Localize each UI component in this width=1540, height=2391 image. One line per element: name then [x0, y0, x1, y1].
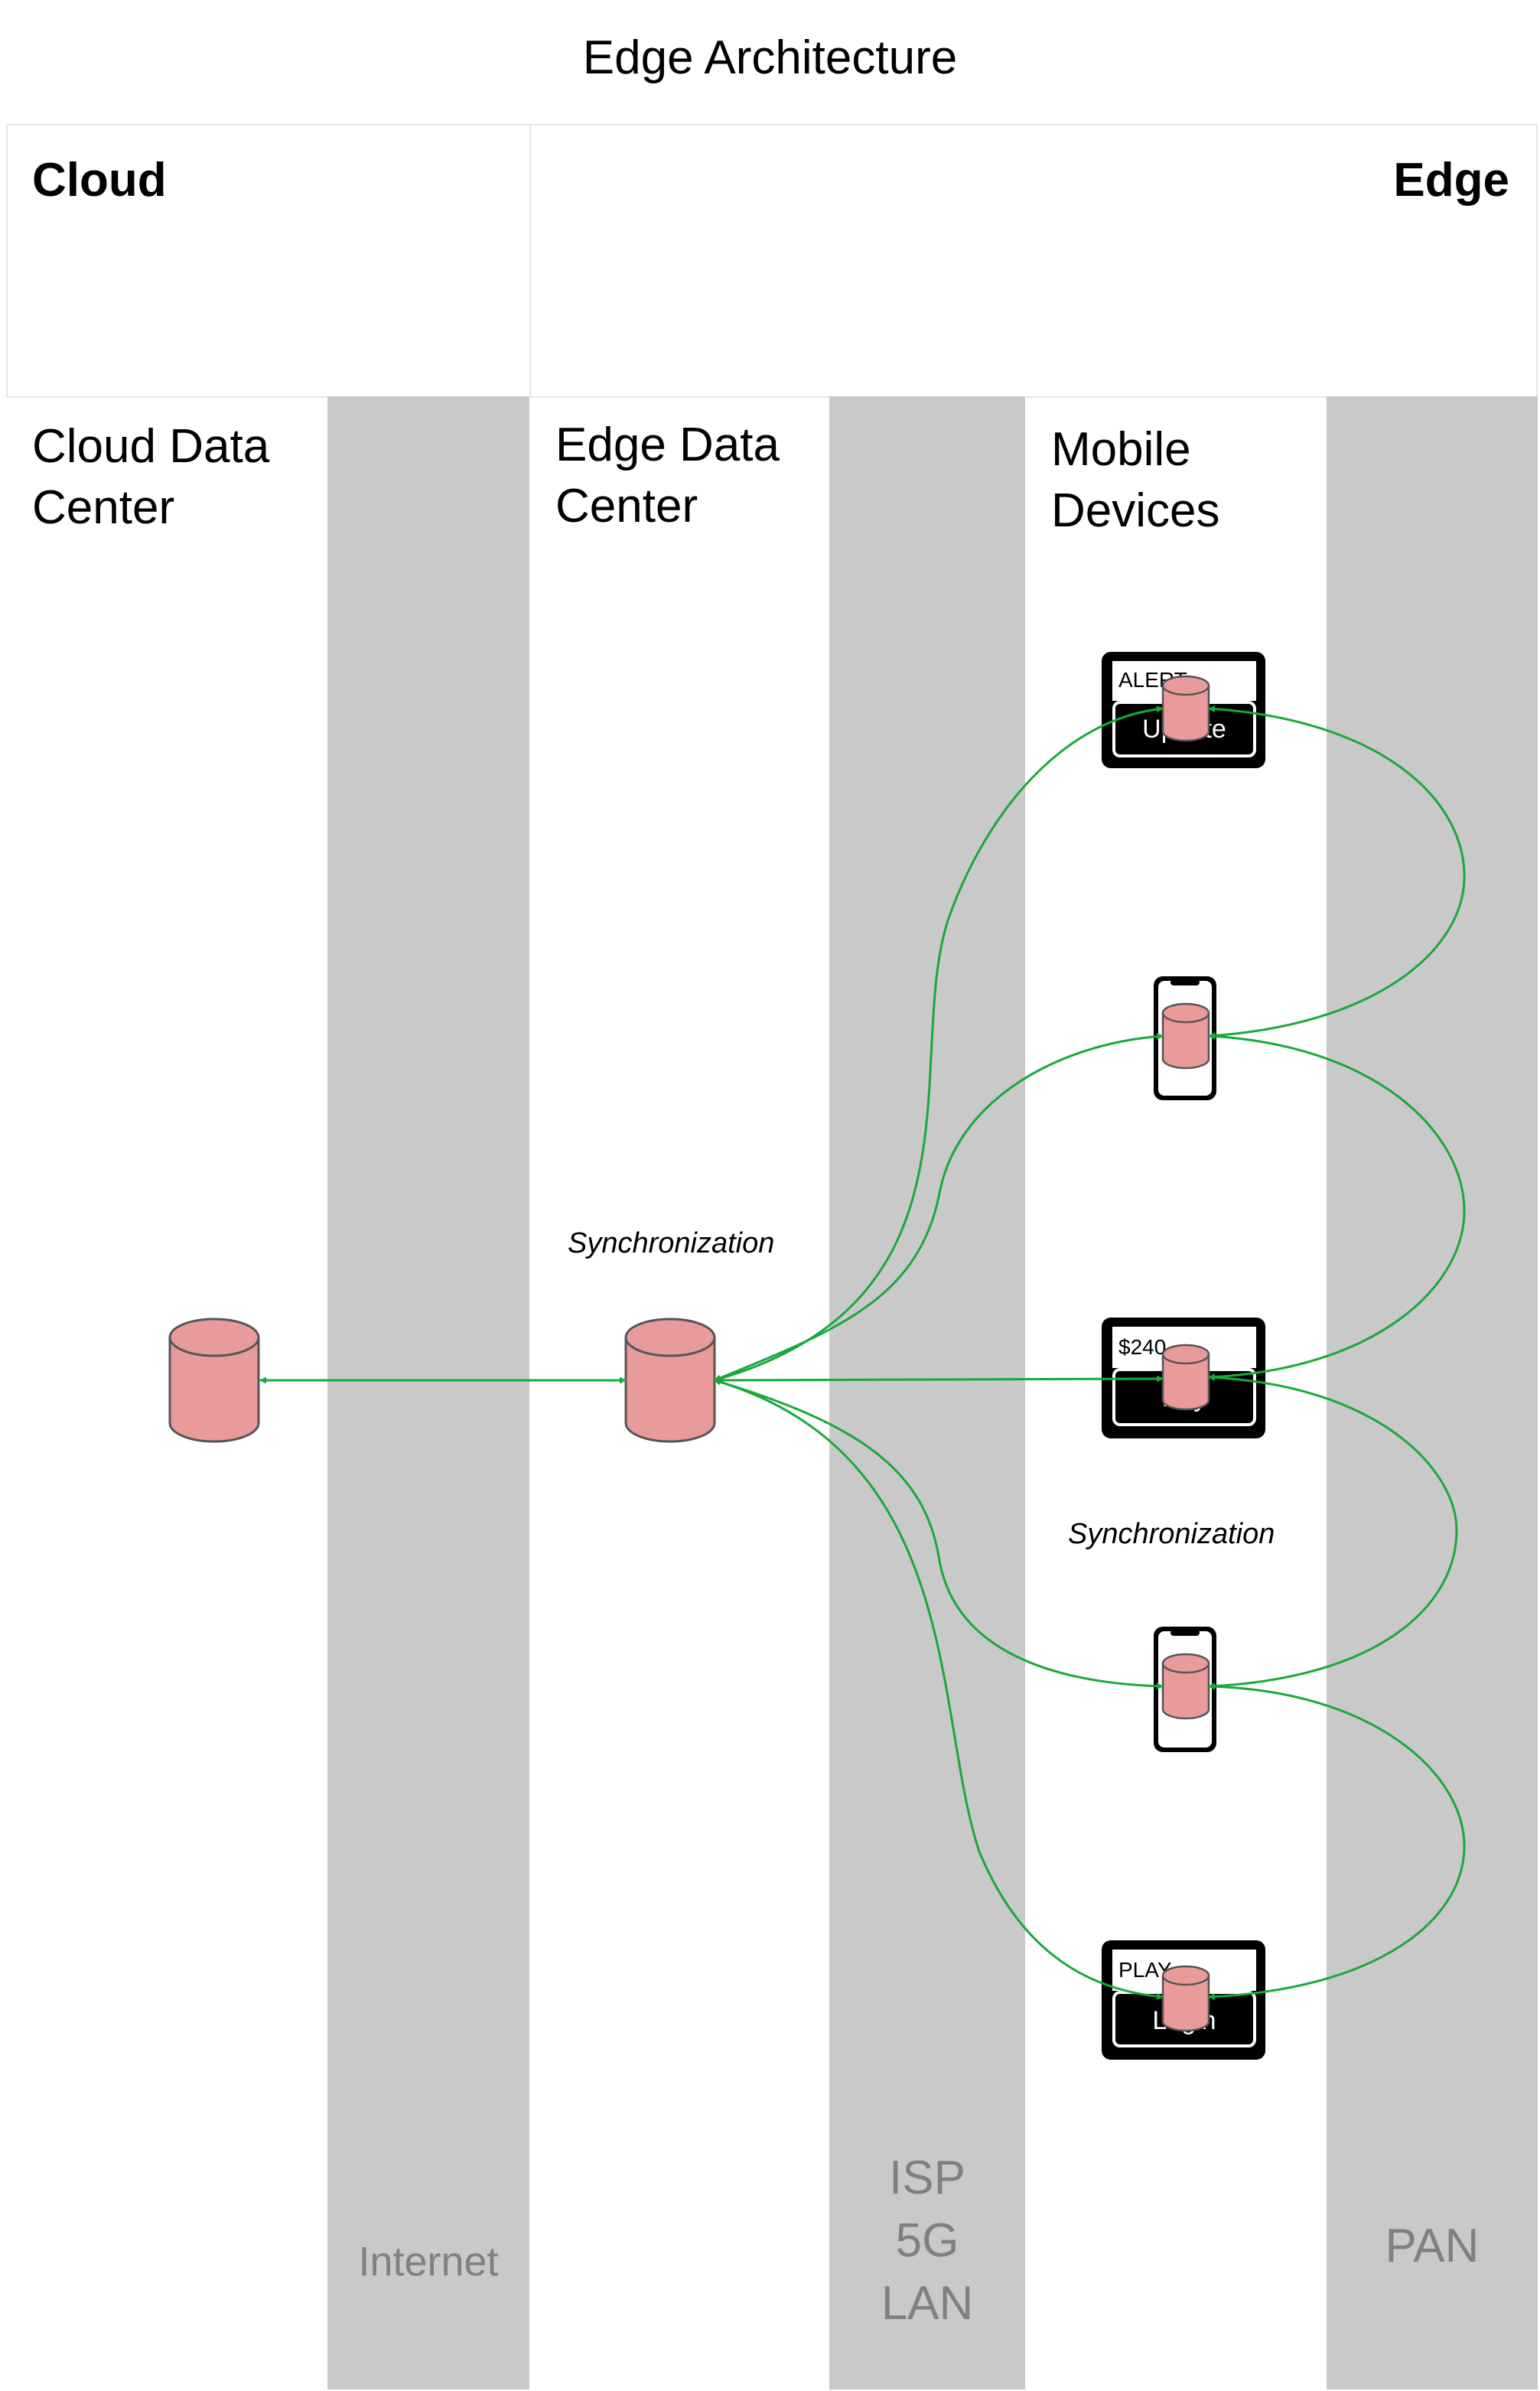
- edge-data-center-line-2: Center: [555, 480, 698, 533]
- isp-label: ISP 5G LAN: [829, 2147, 1025, 2335]
- diagram-title: Edge Architecture: [582, 31, 958, 84]
- link-edge-device-1: [714, 705, 1164, 1383]
- isp-label-line-3: LAN: [881, 2277, 974, 2330]
- link-edge-device-5: [714, 1378, 1164, 2000]
- edge-database-icon: [624, 1318, 716, 1443]
- link-edge-device-3: [714, 1375, 1164, 1384]
- mobile-devices-line-1: Mobile: [1051, 423, 1191, 476]
- cloud-section-label: Cloud: [32, 154, 167, 207]
- internet-band: [327, 396, 529, 2389]
- link-edge-device-2: [714, 1033, 1164, 1382]
- cloud-data-center-line-2: Center: [32, 481, 175, 534]
- device-database-icon-1: [1161, 675, 1210, 742]
- mobile-devices-line-2: Devices: [1051, 484, 1220, 537]
- tablet-pay-top-text: $240: [1118, 1335, 1166, 1359]
- cloud-database-icon: [168, 1318, 260, 1443]
- device-database-icon-5: [1161, 1965, 1210, 2032]
- edge-data-center-line-1: Edge Data: [555, 419, 780, 471]
- edge-header-box: [529, 124, 1538, 398]
- device-database-icon-2: [1161, 1002, 1210, 1070]
- link-device-3-4: [1208, 1373, 1458, 1690]
- device-database-icon-3: [1161, 1344, 1210, 1411]
- isp-label-line-1: ISP: [889, 2152, 965, 2204]
- link-device-4-5: [1208, 1682, 1466, 2001]
- edge-section-label: Edge: [1393, 154, 1509, 207]
- internet-label: Internet: [358, 2239, 499, 2285]
- cloud-header-box: [6, 124, 531, 398]
- mobile-devices-label: Mobile Devices: [1051, 419, 1220, 542]
- device-database-icon-4: [1161, 1653, 1210, 1720]
- pan-band: [1327, 396, 1538, 2389]
- link-device-2-3: [1208, 1032, 1466, 1381]
- cloud-data-center-line-1: Cloud Data: [32, 420, 270, 473]
- link-edge-device-4: [714, 1379, 1164, 1690]
- cloud-data-center-label: Cloud Data Center: [32, 416, 269, 539]
- pan-label: PAN: [1385, 2220, 1480, 2272]
- edge-data-center-label: Edge Data Center: [555, 415, 780, 537]
- isp-label-line-2: 5G: [895, 2214, 959, 2267]
- link-device-1-2: [1208, 705, 1466, 1039]
